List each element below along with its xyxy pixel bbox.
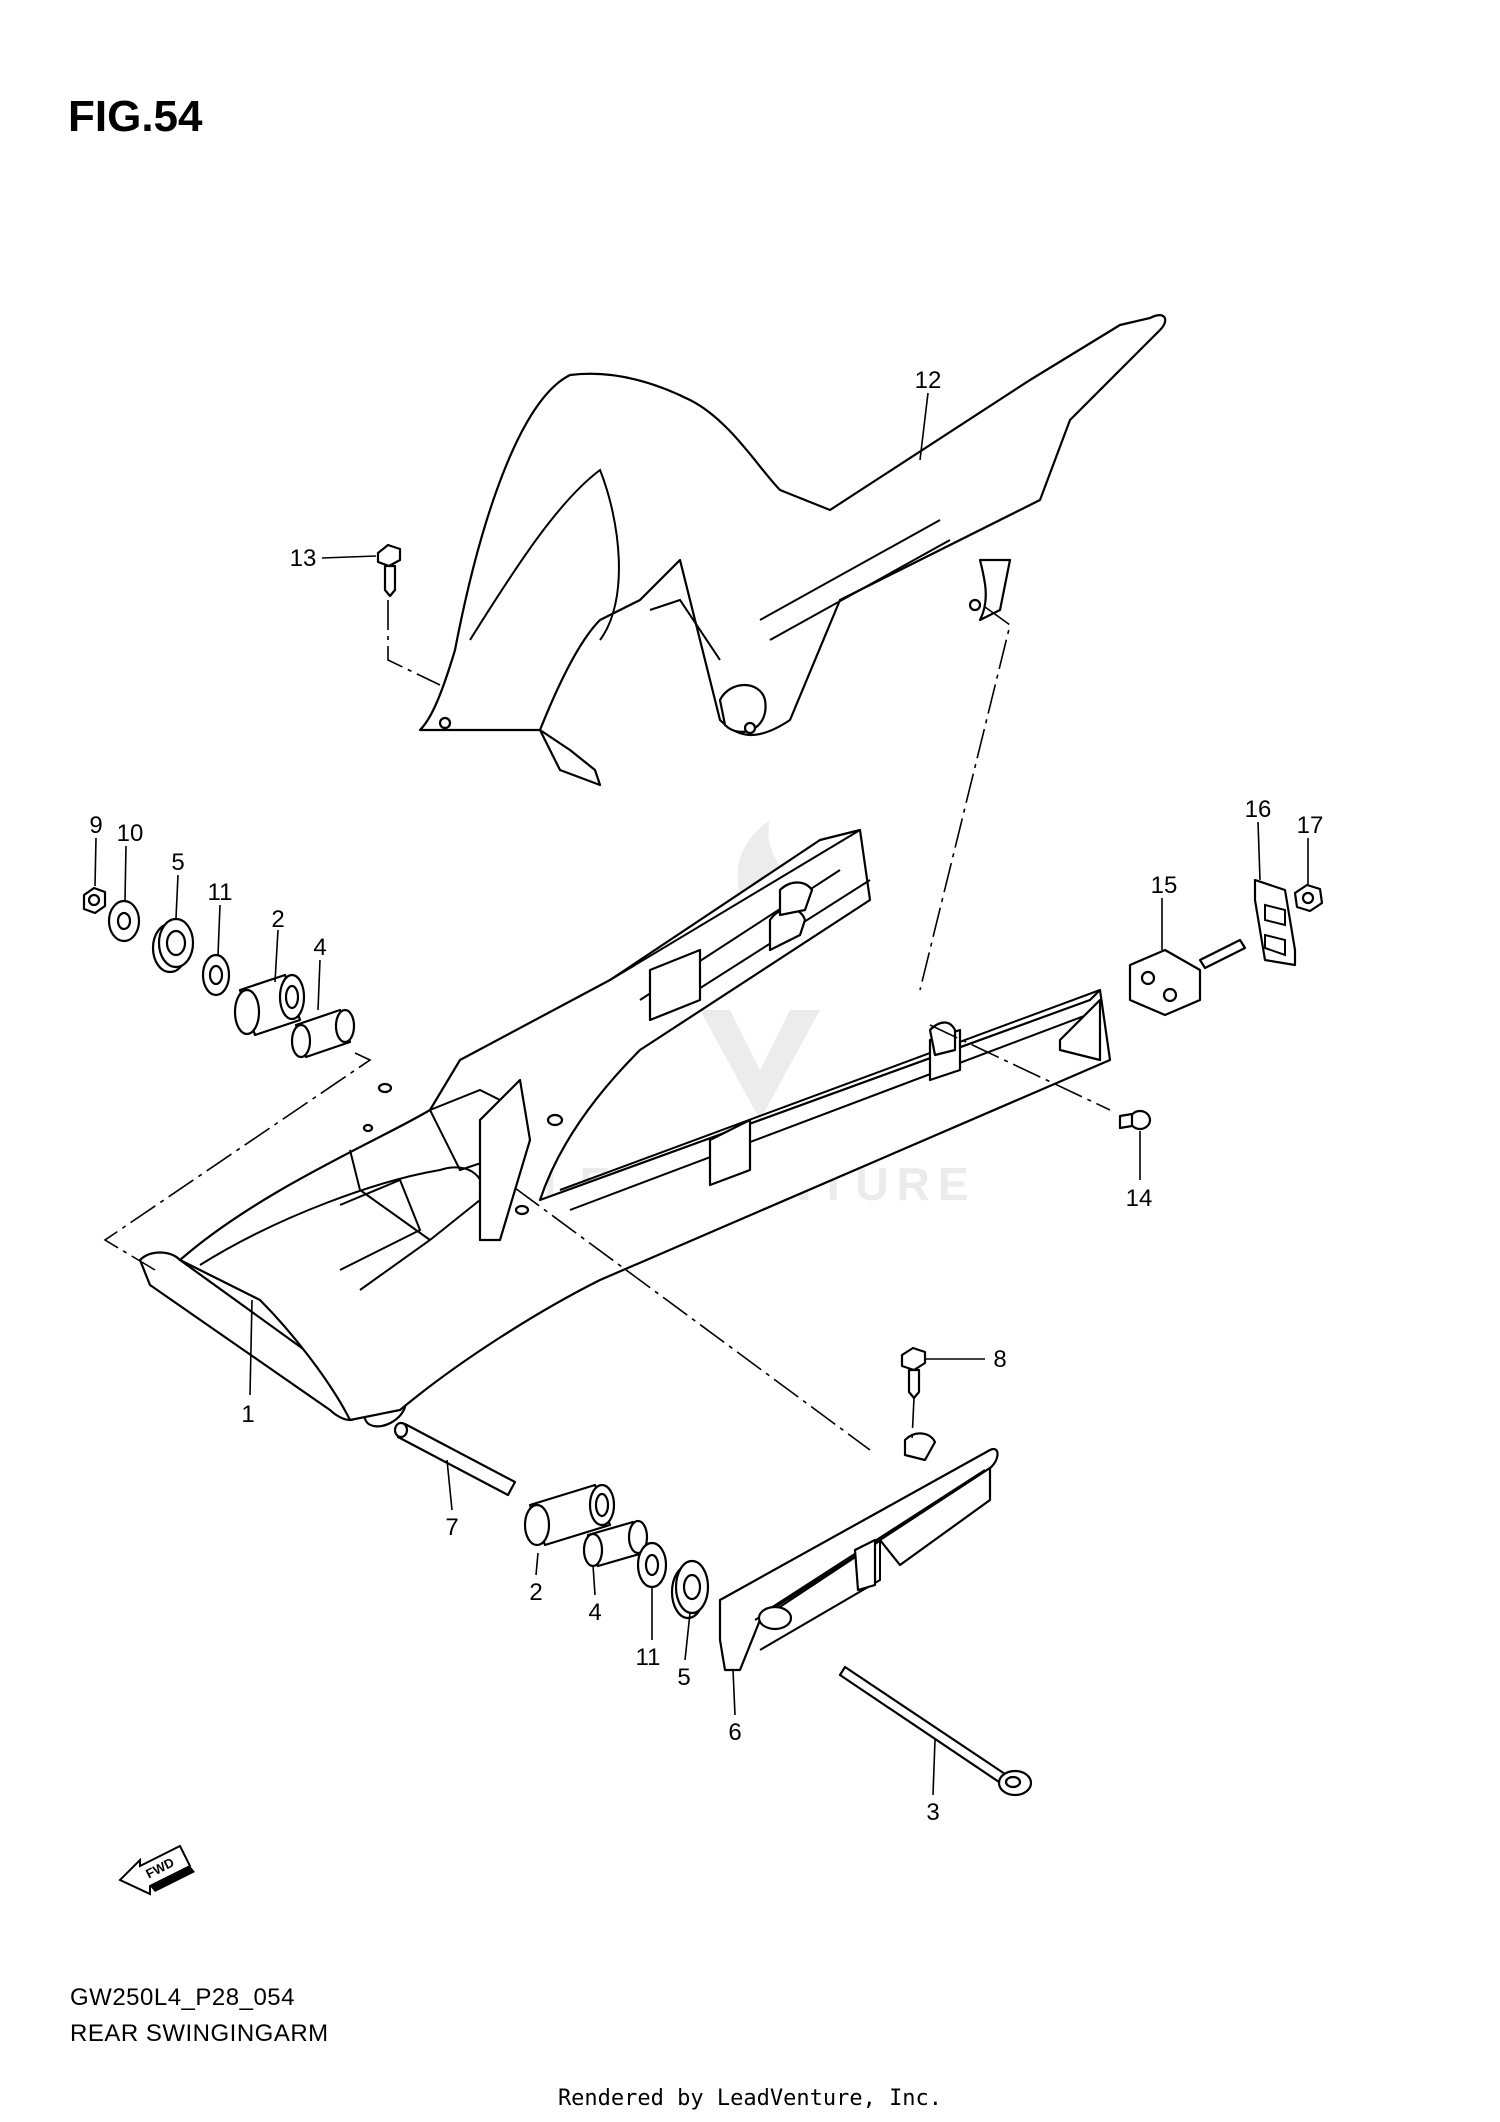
callout-12: 12 — [915, 367, 942, 394]
callout-6: 6 — [728, 1719, 741, 1746]
callout-7: 7 — [445, 1514, 458, 1541]
callout-2-upper: 2 — [271, 906, 284, 933]
part-2-bearing-lower — [523, 1483, 616, 1547]
callout-17: 17 — [1297, 812, 1324, 839]
figure-name: REAR SWINGINGARM — [70, 2020, 329, 2047]
part-8-bolt — [900, 1346, 927, 1400]
leader-lines — [94, 392, 1309, 1796]
part-3-bolt — [838, 1665, 1033, 1797]
part-2-bearing-upper — [233, 973, 306, 1037]
part-5-cap-lower — [670, 1559, 710, 1620]
part-4-bushing-lower — [582, 1519, 649, 1568]
callout-labels: 1 2 2 3 4 4 5 5 6 7 8 9 10 11 11 12 13 1… — [89, 367, 1323, 1826]
callout-15: 15 — [1151, 872, 1178, 899]
part-4-bushing-upper — [290, 1008, 356, 1059]
part-6-chain-guide — [718, 1432, 999, 1672]
footer-credit: Rendered by LeadVenture, Inc. — [557, 2086, 943, 2111]
part-16-plate — [1253, 878, 1297, 967]
figure-code: GW250L4_P28_054 — [70, 1984, 295, 2011]
part-14-screw — [1118, 1109, 1152, 1131]
callout-5-upper: 5 — [171, 849, 184, 876]
part-9-nut — [82, 886, 107, 915]
callout-8: 8 — [993, 1346, 1006, 1373]
part-12-chain-case — [418, 314, 1167, 787]
callout-11-lower: 11 — [636, 1644, 661, 1671]
part-11-washer-upper — [201, 953, 231, 997]
part-7-sleeve — [393, 1421, 517, 1497]
callout-1: 1 — [241, 1401, 254, 1428]
callout-14: 14 — [1126, 1185, 1153, 1212]
part-10-washer — [107, 899, 141, 943]
callout-13: 13 — [290, 545, 317, 572]
part-1-swingarm — [138, 828, 1112, 1428]
part-17-nut — [1293, 883, 1324, 913]
callout-11-upper: 11 — [208, 879, 233, 906]
callout-10: 10 — [117, 820, 144, 847]
part-15-adjuster — [1128, 938, 1247, 1017]
part-11-washer-lower — [636, 1541, 668, 1589]
callout-2-lower: 2 — [529, 1579, 542, 1606]
callout-4-lower: 4 — [588, 1599, 601, 1626]
callout-3: 3 — [926, 1799, 939, 1826]
assembly-lines — [103, 600, 1111, 1451]
figure-title: FIG.54 — [68, 92, 203, 141]
callout-9: 9 — [89, 812, 102, 839]
part-5-cap-upper — [151, 917, 195, 974]
fwd-arrow-icon: FWD — [118, 1844, 195, 1896]
part-13-screw — [376, 543, 402, 598]
callout-4-upper: 4 — [313, 934, 326, 961]
callout-5-lower: 5 — [677, 1664, 690, 1691]
callout-16: 16 — [1245, 796, 1272, 823]
